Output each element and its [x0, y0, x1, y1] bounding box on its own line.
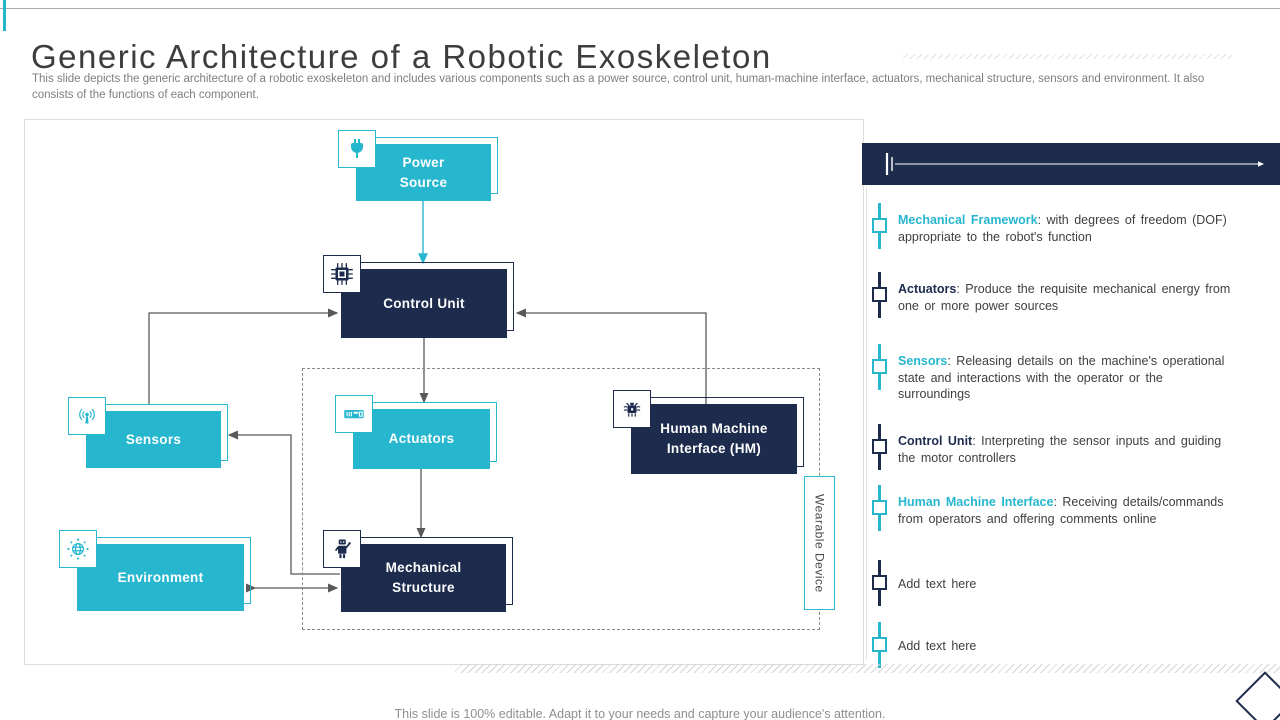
node-label: Human Machine Interface (HM) [631, 404, 797, 474]
node-control-unit: Control Unit [323, 255, 514, 338]
legend-text: Add text here [898, 639, 977, 653]
node-power-source: Power Source [338, 130, 498, 201]
slide-subtitle: This slide depicts the generic architect… [32, 72, 1205, 101]
legend-marker [872, 622, 887, 668]
legend-text: Add text here [898, 577, 977, 591]
diagram-panel: Power Source Control Unit Sensors [24, 119, 864, 665]
node-human-machine-interface: Human Machine Interface (HM) [613, 390, 804, 474]
node-environment: Environment [59, 530, 251, 611]
node-label: Actuators [353, 409, 490, 469]
legend-marker [872, 560, 887, 606]
legend-item-sensors: Sensors: Releasing details on the machin… [872, 344, 1272, 403]
legend-text: Human Machine Interface: Receiving detai… [898, 495, 1224, 526]
node-label: Control Unit [341, 269, 507, 338]
legend-text: Actuators: Produce the requisite mechani… [898, 282, 1231, 313]
legend-header-bar [862, 143, 1280, 185]
wearable-device-label: Wearable Device [804, 476, 835, 610]
node-actuators: Actuators [335, 395, 497, 469]
node-label: Environment [77, 544, 244, 611]
legend-text: Mechanical Framework: with degrees of fr… [898, 213, 1227, 244]
legend-item-mechanical-framework: Mechanical Framework: with degrees of fr… [872, 203, 1272, 249]
interface-chip-icon [613, 390, 651, 428]
node-label: Sensors [86, 411, 221, 468]
legend-item-placeholder-2: Add text here [872, 622, 1272, 668]
chip-icon [323, 255, 361, 293]
accent-mark [3, 0, 6, 31]
bottom-hatch-strip [455, 664, 1280, 673]
node-label: Mechanical Structure [341, 544, 506, 612]
footer-note: This slide is 100% editable. Adapt it to… [394, 706, 886, 720]
actuator-icon [335, 395, 373, 433]
legend-text: Sensors: Releasing details on the machin… [898, 354, 1225, 401]
plug-icon [338, 130, 376, 168]
node-sensors: Sensors [68, 397, 228, 468]
globe-icon [59, 530, 97, 568]
node-label: Power Source [356, 144, 491, 201]
node-mechanical-structure: Mechanical Structure [323, 530, 513, 612]
legend-marker [872, 485, 887, 531]
legend-marker [872, 203, 887, 249]
page-title: Generic Architecture of a Robotic Exoske… [31, 38, 772, 76]
legend-marker [872, 424, 887, 470]
slider-ornament [885, 153, 1264, 175]
legend-item-human-machine-interface: Human Machine Interface: Receiving detai… [872, 485, 1272, 531]
legend-item-placeholder-1: Add text here [872, 560, 1272, 606]
legend-item-control-unit: Control Unit: Interpreting the sensor in… [872, 424, 1272, 470]
connector-lines [148, 201, 707, 593]
top-hatch-strip [900, 54, 1232, 59]
robot-icon [323, 530, 361, 568]
legend-text: Control Unit: Interpreting the sensor in… [898, 434, 1222, 465]
legend-marker [872, 272, 887, 318]
antenna-icon [68, 397, 106, 435]
legend-marker [872, 344, 887, 390]
legend-guide-line [866, 187, 867, 659]
legend-item-actuators: Actuators: Produce the requisite mechani… [872, 272, 1272, 318]
top-divider-line [0, 8, 1280, 9]
